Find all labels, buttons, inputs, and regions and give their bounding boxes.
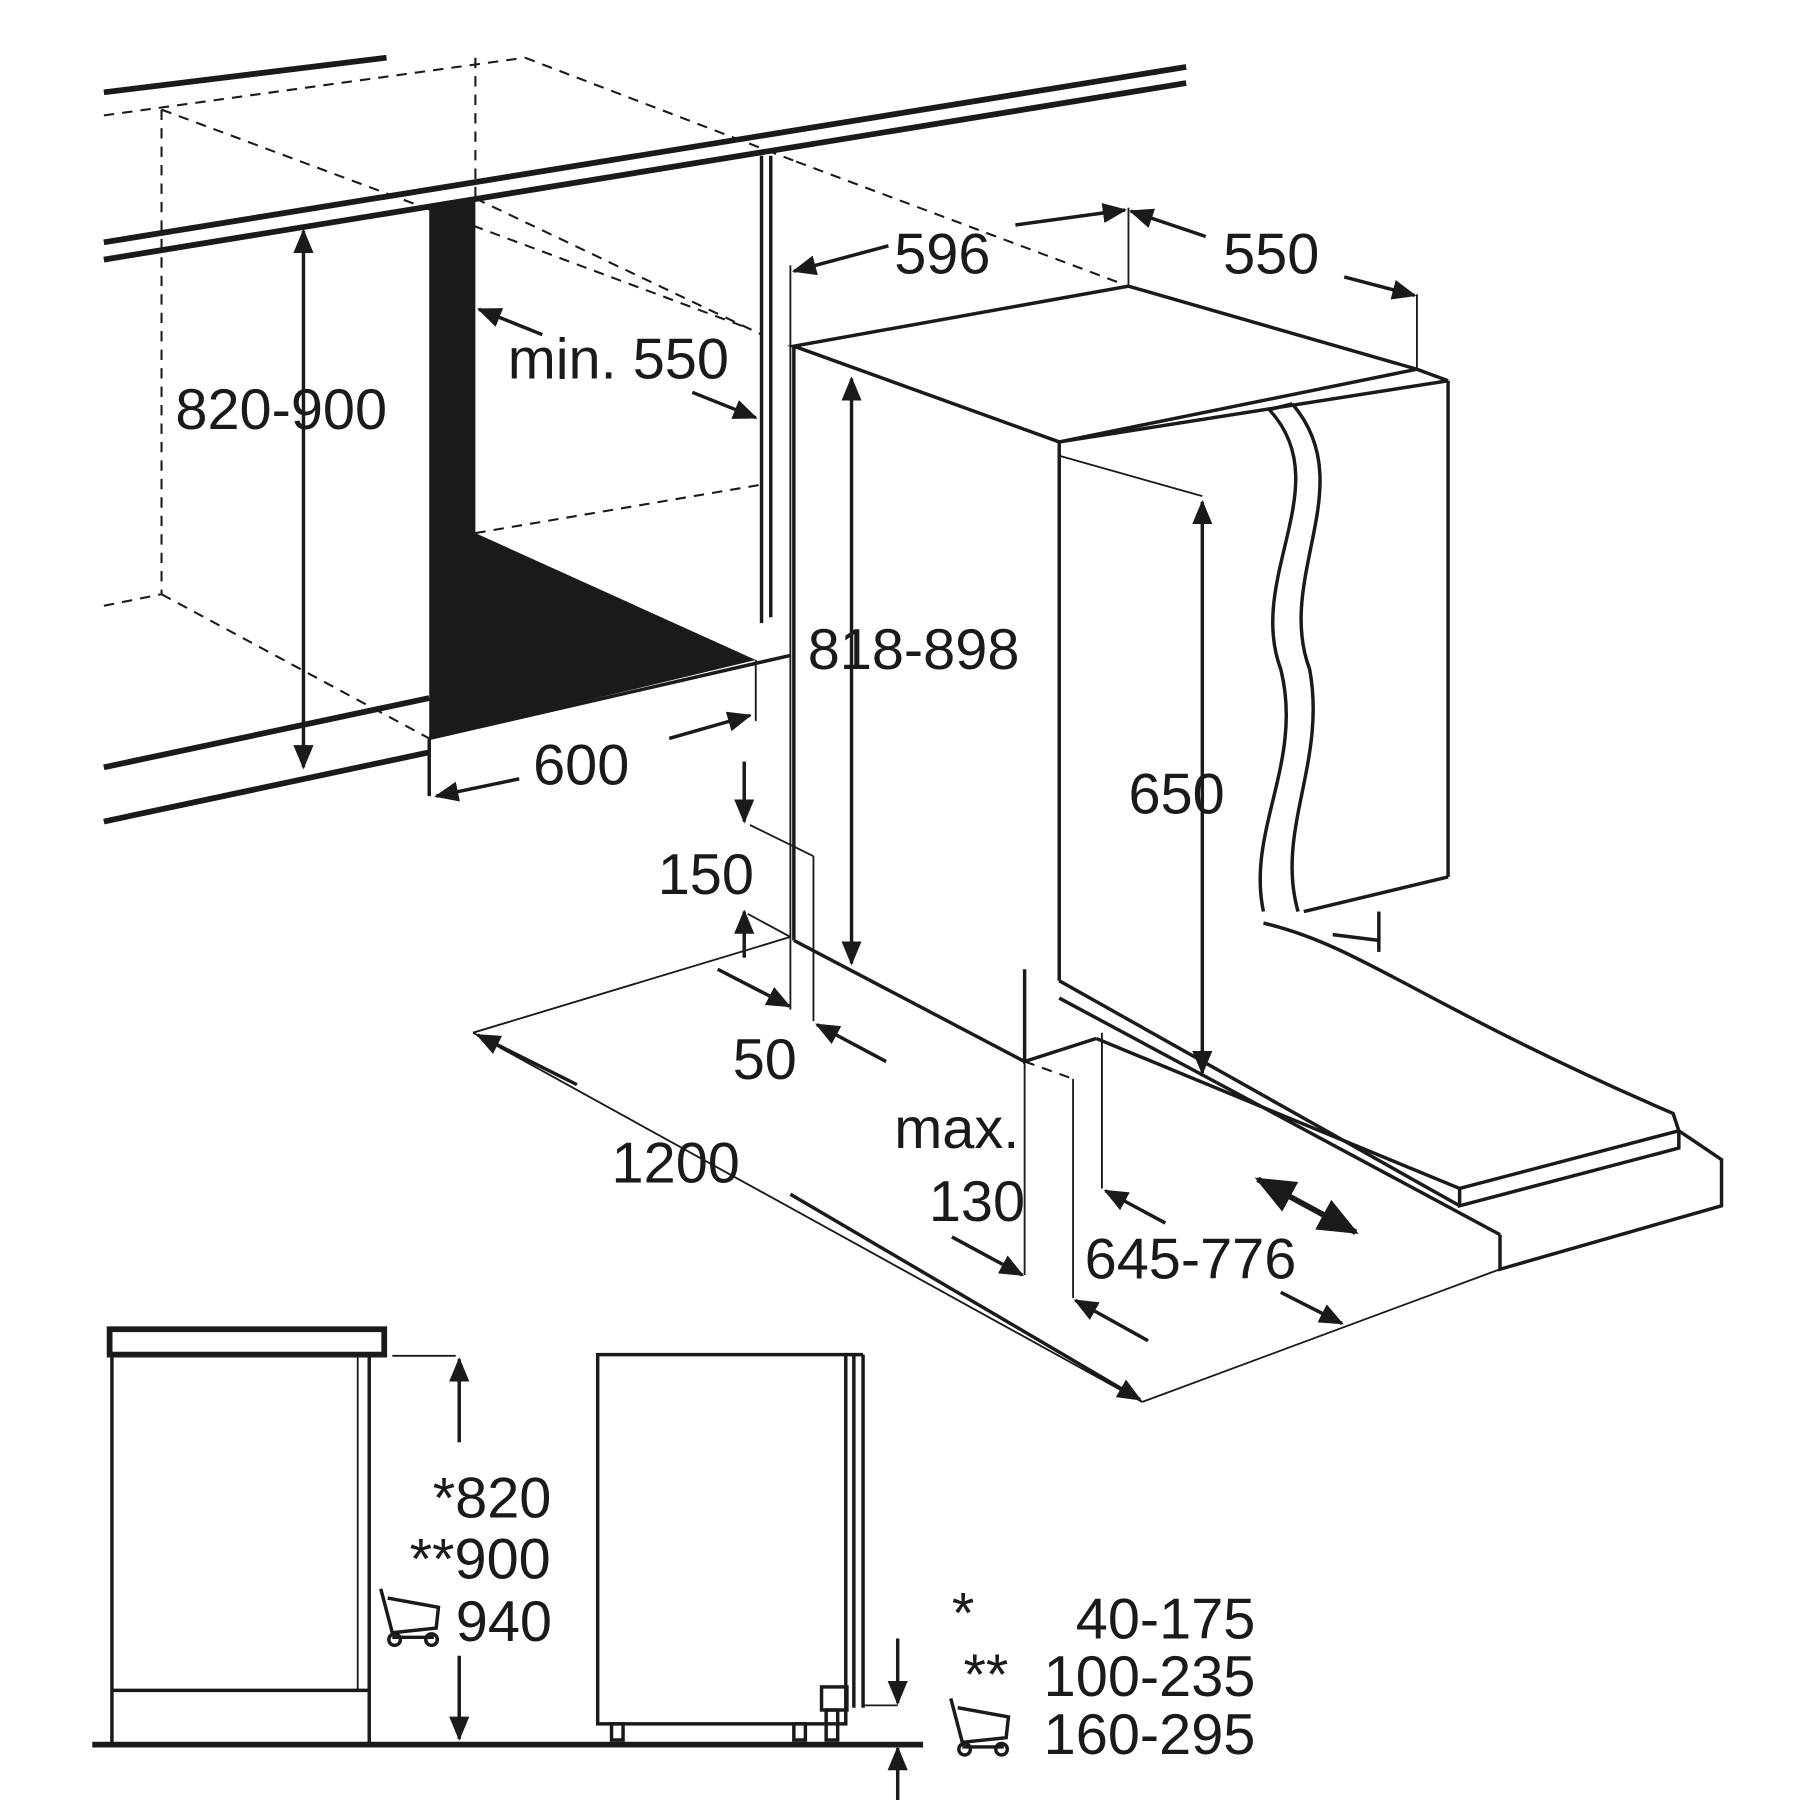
dim-niche-height: 820-900 <box>175 378 387 442</box>
dim-clearance: 1200 <box>612 1132 740 1196</box>
legend: * 40-175 ** 100-235 160-295 <box>949 1582 1256 1767</box>
side-view-right <box>92 1352 924 1800</box>
dim-door-panel: 645-776 <box>1085 1227 1297 1291</box>
niche <box>103 155 791 825</box>
dim-niche-width: 600 <box>533 734 629 798</box>
legend-range-2: 100-235 <box>1044 1645 1256 1709</box>
dim-depth: 550 <box>1223 222 1319 286</box>
dim-width: 596 <box>894 222 990 286</box>
dim-plinth-50: 50 <box>733 1028 797 1092</box>
legend-mark-2: ** <box>963 1643 1008 1707</box>
countertop <box>103 54 1187 740</box>
cart-icon <box>949 1698 1011 1757</box>
side-height-1: *820 <box>433 1466 552 1530</box>
side-view-left <box>106 1326 470 1743</box>
dim-appliance-height: 818-898 <box>808 618 1020 682</box>
legend-range-1: 40-175 <box>1076 1587 1256 1651</box>
dim-door-height: 650 <box>1128 762 1224 826</box>
dimension-arrows <box>293 203 1417 1402</box>
cart-icon <box>379 1588 441 1648</box>
dim-plinth-150: 150 <box>658 843 754 907</box>
dim-max-label: max. <box>894 1097 1019 1161</box>
legend-mark-1: * <box>952 1582 974 1646</box>
side-height-3: 940 <box>456 1590 552 1654</box>
side-height-2: **900 <box>410 1527 551 1591</box>
dim-max-value: 130 <box>929 1170 1025 1234</box>
legend-range-3: 160-295 <box>1044 1703 1256 1767</box>
dim-niche-depth: min. 550 <box>508 327 729 391</box>
dishwasher <box>472 207 1724 1403</box>
